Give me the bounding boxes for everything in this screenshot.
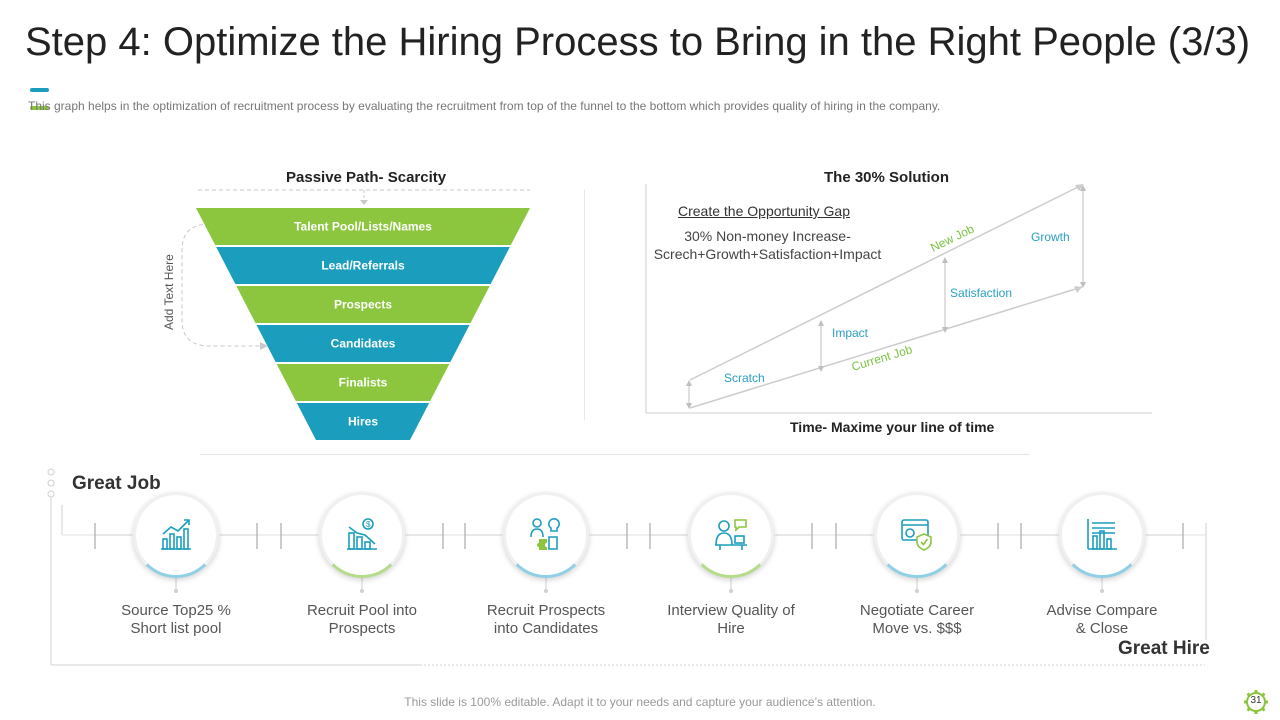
section-divider xyxy=(584,190,585,420)
interview-desk-icon xyxy=(715,519,747,550)
scratch-label: Scratch xyxy=(724,371,765,385)
step-label: Recruit Pool into Prospects xyxy=(306,602,418,637)
opportunity-gap-line-1: 30% Non-money Increase- xyxy=(684,228,851,244)
funnel-level-label: Lead/Referrals xyxy=(321,259,405,273)
funnel-title: Passive Path- Scarcity xyxy=(286,169,447,186)
funnel-diagram: Talent Pool/Lists/NamesLead/ReferralsPro… xyxy=(181,189,530,440)
funnel-side-bracket xyxy=(181,223,262,347)
step-icon-circle xyxy=(1059,492,1145,578)
process-step: Negotiate Career Move vs. $$$ xyxy=(837,492,997,638)
solution-title: The 30% Solution xyxy=(824,169,950,186)
step-label: Negotiate Career Move vs. $$$ xyxy=(859,602,975,637)
current-job-arrowhead xyxy=(1074,286,1082,293)
step-icon-circle xyxy=(688,492,774,578)
svg-text:$: $ xyxy=(366,520,371,529)
step-icon-circle xyxy=(874,492,960,578)
process-step: $ Recruit Pool into Prospects xyxy=(282,492,442,638)
gap-arrows xyxy=(688,188,1084,406)
section-divider-horizontal xyxy=(200,454,1030,455)
secure-payment-icon xyxy=(901,519,932,551)
process-connectors xyxy=(47,468,1207,666)
growth-label: Growth xyxy=(1031,230,1070,244)
process-step: Recruit Prospects into Candidates xyxy=(466,492,626,638)
process-end-label: Great Hire xyxy=(1118,638,1210,659)
funnel-level xyxy=(236,286,490,323)
step-icon-circle xyxy=(503,492,589,578)
step-label: Interview Quality of Hire xyxy=(667,602,795,637)
bar-chart-growth-icon xyxy=(161,519,191,550)
funnel-level-label: Candidates xyxy=(331,337,396,351)
funnel-level xyxy=(216,247,510,284)
current-job-label: Current Job xyxy=(850,342,914,374)
opportunity-gap-text: 30% Non-money Increase- Screch+Growth+Sa… xyxy=(640,227,895,263)
slide-title: Step 4: Optimize the Hiring Process to B… xyxy=(25,20,1251,64)
funnel-level-label: Talent Pool/Lists/Names xyxy=(294,220,432,234)
funnel-level-label: Prospects xyxy=(334,298,392,312)
solution-diagram: Scratch Impact Satisfaction Growth New J… xyxy=(645,184,1152,414)
comparison-chart-icon xyxy=(1087,519,1117,550)
new-job-line xyxy=(689,184,1083,381)
current-job-line xyxy=(689,286,1083,409)
impact-label: Impact xyxy=(832,326,869,340)
funnel-level xyxy=(296,403,430,440)
gear-icon xyxy=(1244,690,1268,714)
title-accent-bar xyxy=(30,79,72,110)
process-step: Interview Quality of Hire xyxy=(651,492,811,638)
satisfaction-label: Satisfaction xyxy=(950,286,1012,300)
gap-arrowheads xyxy=(686,185,1086,409)
slide-footer: This slide is 100% editable. Adapt it to… xyxy=(404,695,876,709)
funnel-level-label: Finalists xyxy=(339,376,388,390)
funnel-level-label: Hires xyxy=(348,415,378,429)
process-step: Source Top25 % Short list pool xyxy=(96,492,256,638)
funnel-level xyxy=(196,208,530,245)
step-label: Recruit Prospects into Candidates xyxy=(486,602,606,637)
solution-x-axis-label: Time- Maxime your line of time xyxy=(790,419,995,435)
page-number: 31 xyxy=(1250,695,1262,706)
slide-subtitle: This graph helps in the optimization of … xyxy=(28,99,941,113)
opportunity-gap-title: Create the Opportunity Gap xyxy=(678,203,850,219)
funnel-level xyxy=(276,364,450,401)
process-start-label: Great Job xyxy=(72,473,161,494)
funnel-side-arrowhead xyxy=(260,342,268,350)
page-number-badge: 31 xyxy=(1243,689,1269,715)
new-job-arrowhead xyxy=(1075,184,1084,191)
funnel-top-arrowhead xyxy=(360,200,368,205)
opportunity-gap-line-2: Screch+Growth+Satisfaction+Impact xyxy=(653,246,882,262)
step-label: Advise Compare & Close xyxy=(1046,602,1158,637)
money-decline-chart-icon: $ xyxy=(347,518,377,550)
idea-puzzle-people-icon xyxy=(530,518,560,550)
funnel-side-label: Add Text Here xyxy=(162,254,176,330)
process-step: Advise Compare & Close xyxy=(1022,492,1182,638)
step-icon-circle xyxy=(133,492,219,578)
step-icon-circle: $ xyxy=(319,492,405,578)
funnel-level xyxy=(256,325,470,362)
step-label: Source Top25 % Short list pool xyxy=(121,602,231,637)
